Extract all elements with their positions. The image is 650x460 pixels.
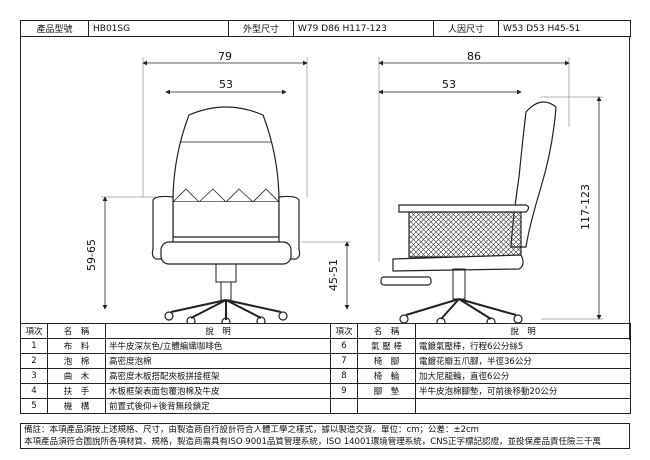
row-no: 8 xyxy=(330,368,358,384)
ergo-value: W53 D53 H45-51 xyxy=(498,20,631,37)
ergo-label: 人因尺寸 xyxy=(433,20,499,37)
row-desc-empty xyxy=(415,398,631,414)
row-desc: 電鍍花瓣五爪腳，半徑36公分 xyxy=(415,353,631,369)
chair-drawing: 79 53 59-65 45-51 xyxy=(85,50,603,323)
arm-height-dim: 59-65 xyxy=(85,196,156,310)
col-desc-header-2: 說 明 xyxy=(415,323,631,339)
row-desc: 高密度泡棉 xyxy=(105,353,331,369)
row-name: 扶 手 xyxy=(47,383,106,399)
row-no: 6 xyxy=(330,338,358,354)
front-seat-width-label: 53 xyxy=(219,78,233,91)
row-name: 泡 棉 xyxy=(47,353,106,369)
row-name: 椅 輪 xyxy=(357,368,416,384)
col-name-header-2: 名 稱 xyxy=(357,323,416,339)
table-row: 3 曲 木 高密度木板搭配夾板拼接框架 8 椅 輪 加大尼龍輪，直徑6公分 xyxy=(20,368,631,384)
spec-header-row: 項次 名 稱 說 明 項次 名 稱 說 明 xyxy=(20,323,631,339)
side-depth-label: 86 xyxy=(467,50,481,63)
row-no: 4 xyxy=(20,383,48,399)
col-name-header: 名 稱 xyxy=(47,323,106,339)
row-name-empty xyxy=(357,398,416,414)
row-no: 9 xyxy=(330,383,358,399)
product-no-value: HB01SG xyxy=(88,20,229,37)
row-no-empty xyxy=(330,398,358,414)
row-no: 7 xyxy=(330,353,358,369)
row-no: 1 xyxy=(20,338,48,354)
seat-height-label: 45-51 xyxy=(327,259,340,291)
row-name: 曲 木 xyxy=(47,368,106,384)
table-row: 5 機 構 前置式後仰+後背無段鎖定 xyxy=(20,398,631,414)
col-no-header: 項次 xyxy=(20,323,48,339)
side-seat-depth-dim: 53 xyxy=(378,78,522,95)
col-desc-header: 說 明 xyxy=(105,323,331,339)
spec-table: 項次 名 稱 說 明 項次 名 稱 說 明 1 布 料 半牛皮深灰色/立體編織咖… xyxy=(20,323,631,414)
note-line-1: 備註：本項產品須按上述規格、尺寸，由製造商自行設計符合人體工學之樣式，據以製造交… xyxy=(24,425,479,435)
row-desc: 木板框架表面包覆泡棉及牛皮 xyxy=(105,383,331,399)
row-no: 5 xyxy=(20,398,48,414)
seat-height-dim: 45-51 xyxy=(301,241,351,310)
size-value: W79 D86 H117-123 xyxy=(293,20,434,37)
row-desc: 半牛皮深灰色/立體編織咖啡色 xyxy=(105,338,331,354)
total-height-dim: 117-123 xyxy=(541,96,603,320)
col-no-header-2: 項次 xyxy=(330,323,358,339)
table-row: 4 扶 手 木板框架表面包覆泡棉及牛皮 9 腳 墊 半牛皮泡棉腳墊，可前後移動2… xyxy=(20,383,631,399)
spec-sheet: 產品型號 HB01SG 外型尺寸 W79 D86 H117-123 人因尺寸 W… xyxy=(20,20,631,449)
front-seat-width-dim: 53 xyxy=(165,78,287,95)
front-width-dim: 79 xyxy=(142,50,308,197)
header-table: 產品型號 HB01SG 外型尺寸 W79 D86 H117-123 人因尺寸 W… xyxy=(20,20,631,37)
row-name: 氣 壓 棒 xyxy=(357,338,416,354)
row-desc: 前置式後仰+後背無段鎖定 xyxy=(105,398,331,414)
front-width-label: 79 xyxy=(218,50,232,63)
table-row: 1 布 料 半牛皮深灰色/立體編織咖啡色 6 氣 壓 棒 電鍍氣壓棒，行程6公分… xyxy=(20,338,631,354)
side-seat-depth-label: 53 xyxy=(442,78,456,91)
row-name: 腳 墊 xyxy=(357,383,416,399)
notes-box: 備註：本項產品須按上述規格、尺寸，由製造商自行設計符合人體工學之樣式，據以製造交… xyxy=(20,423,630,449)
size-label: 外型尺寸 xyxy=(228,20,294,37)
row-no: 3 xyxy=(20,368,48,384)
row-name: 椅 腳 xyxy=(357,353,416,369)
total-height-label: 117-123 xyxy=(579,184,592,230)
side-view-chair xyxy=(380,101,557,323)
drawing-area: 79 53 59-65 45-51 xyxy=(20,37,630,340)
row-name: 機 構 xyxy=(47,398,106,414)
row-no: 2 xyxy=(20,353,48,369)
row-name: 布 料 xyxy=(47,338,106,354)
row-desc: 電鍍氣壓棒，行程6公分絲5 xyxy=(415,338,631,354)
row-desc: 高密度木板搭配夾板拼接框架 xyxy=(105,368,331,384)
table-row: 2 泡 棉 高密度泡棉 7 椅 腳 電鍍花瓣五爪腳，半徑36公分 xyxy=(20,353,631,369)
product-no-label: 產品型號 xyxy=(20,20,89,37)
arm-height-label: 59-65 xyxy=(85,239,98,271)
front-view-chair xyxy=(151,106,301,323)
row-desc: 半牛皮泡棉腳墊，可前後移動20公分 xyxy=(415,383,631,399)
row-desc: 加大尼龍輪，直徑6公分 xyxy=(415,368,631,384)
note-line-2: 本項產品須符合圖說所各項材質、規格，製造商需具有ISO 9001品質管理系統，I… xyxy=(24,436,601,447)
